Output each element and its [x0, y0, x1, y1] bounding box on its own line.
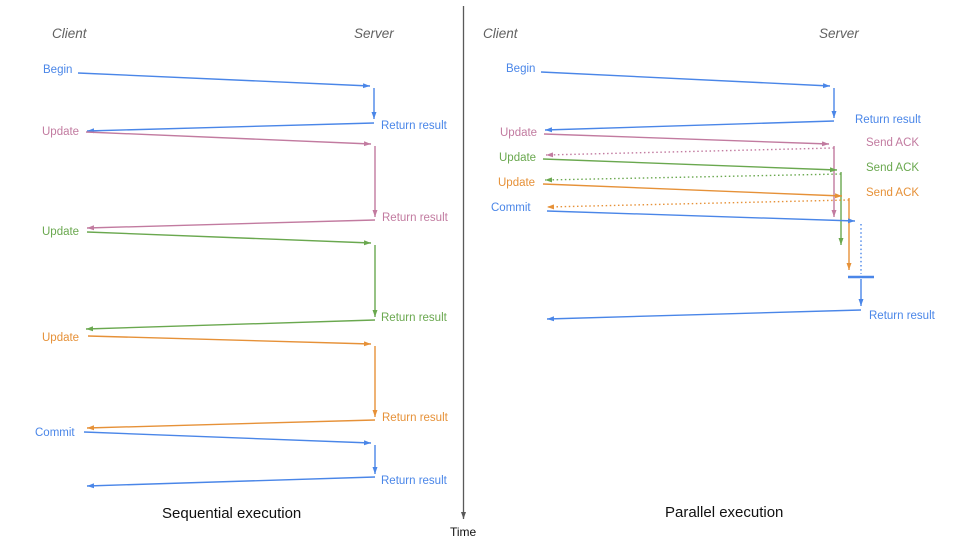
right-update3-ack-arrow	[546, 199, 850, 210]
left-return-result-4: Return result	[382, 412, 448, 424]
right-update3-label: Update	[498, 177, 536, 189]
right-send-ack-2: Send ACK	[866, 162, 920, 174]
left-return-result-1: Return result	[381, 120, 447, 132]
left-update2-return-arrow	[85, 319, 376, 332]
right-return-result-top: Return result	[855, 114, 921, 126]
right-begin-request-arrow	[540, 71, 831, 89]
left-panel-caption: Sequential execution	[162, 505, 302, 522]
left-update1-label: Update	[42, 126, 80, 138]
right-update2-label: Update	[499, 152, 537, 164]
left-update2-request-arrow	[86, 231, 372, 246]
right-commit-return-arrow	[546, 309, 862, 322]
left-commit-request-arrow	[83, 431, 372, 446]
right-update3-request-arrow	[542, 183, 843, 199]
right-update1-request-arrow	[543, 133, 830, 147]
right-panel-caption: Parallel execution	[665, 504, 784, 521]
left-return-result-2: Return result	[382, 212, 448, 224]
left-commit-label: Commit	[35, 427, 75, 439]
right-begin-label: Begin	[506, 63, 536, 75]
left-return-result-5: Return result	[381, 475, 447, 487]
right-send-ack-3: Send ACK	[866, 187, 920, 199]
left-client-label: Client	[52, 26, 87, 41]
right-update1-ack-arrow	[545, 147, 835, 158]
left-update1-return-arrow	[86, 219, 376, 231]
left-begin-label: Begin	[43, 64, 73, 76]
left-commit-return-arrow	[86, 476, 376, 489]
left-begin-request-arrow	[77, 72, 371, 89]
right-commit-label: Commit	[491, 202, 531, 214]
right-update1-label: Update	[500, 127, 538, 139]
left-update3-return-arrow	[86, 419, 376, 431]
right-update2-request-arrow	[542, 158, 838, 173]
right-commit-request-arrow	[546, 210, 856, 224]
left-server-label: Server	[354, 26, 394, 41]
right-begin-return-arrow	[544, 120, 835, 133]
left-update2-label: Update	[42, 226, 80, 238]
right-client-label: Client	[483, 26, 518, 41]
left-begin-return-arrow	[86, 122, 375, 134]
left-update3-label: Update	[42, 332, 80, 344]
left-update1-request-arrow	[85, 131, 372, 147]
right-return-result-bottom: Return result	[869, 310, 935, 322]
time-axis-label: Time	[450, 525, 477, 539]
left-return-result-3: Return result	[381, 312, 447, 324]
right-update2-ack-arrow	[544, 173, 842, 183]
right-server-label: Server	[819, 26, 859, 41]
left-update3-request-arrow	[87, 335, 372, 347]
right-send-ack-1: Send ACK	[866, 137, 920, 149]
